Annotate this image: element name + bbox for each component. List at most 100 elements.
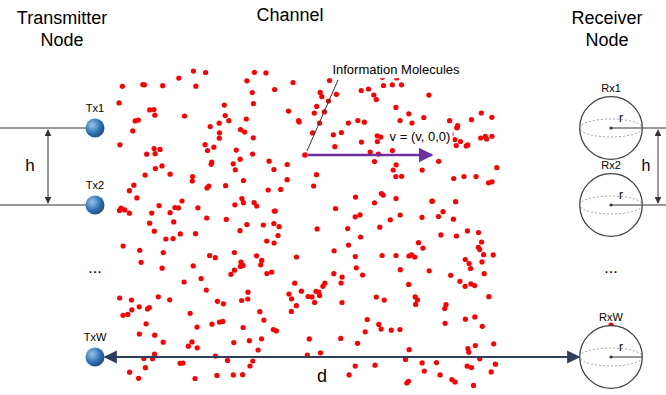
molecule [312,300,317,305]
molecule [398,267,403,272]
molecule [191,69,196,74]
molecule [217,121,222,126]
node-name: TxW [84,331,107,344]
molecule [397,327,402,332]
molecule [176,76,181,81]
molecule [467,261,472,266]
molecule [131,183,136,188]
molecule [377,225,382,230]
molecule [160,83,165,88]
molecule [442,306,447,311]
molecule [489,115,494,120]
molecule [353,195,358,200]
molecule [163,236,168,241]
column-title: Channel [254,5,325,27]
molecule [340,275,345,280]
molecule [382,298,387,303]
molecule [286,291,291,296]
molecule [258,262,263,267]
molecule [153,151,158,156]
molecule [346,121,351,126]
molecule [484,136,489,141]
molecule [186,344,191,349]
sphere-outline [85,347,105,367]
molecule [427,268,432,273]
molecule [137,248,142,253]
molecule [312,111,317,116]
molecule [134,195,139,200]
molecule [451,176,456,181]
molecule [285,162,290,167]
spacing-arrow [48,130,49,203]
molecule [420,168,425,173]
molecule [454,125,459,130]
molecule [167,297,172,302]
molecule [438,232,443,237]
molecule [327,78,332,83]
molecule [264,271,269,276]
molecule [353,254,358,259]
molecule [120,313,125,318]
molecule [269,270,274,275]
molecule [251,135,256,140]
molecule [449,377,454,382]
molecule [191,263,196,268]
molecule [289,309,294,314]
molecule [256,347,261,352]
molecule [261,222,266,227]
molecule [182,113,187,118]
molecule [176,205,181,210]
molecule [443,321,448,326]
molecule [224,217,229,222]
molecule [399,82,404,87]
molecule [416,240,421,245]
molecule [457,279,462,284]
molecule [193,231,198,236]
molecule [362,120,367,125]
molecule [152,146,157,151]
molecule [263,70,268,75]
molecule [429,199,434,204]
molecule [152,333,157,338]
molecule [465,142,470,147]
molecule [318,90,323,95]
molecule [374,97,379,102]
molecule [182,279,187,284]
sphere-outline [85,118,105,138]
leader-line [307,80,338,151]
molecule [211,145,216,150]
molecule [245,296,250,301]
molecule [489,179,494,184]
molecule [125,312,130,317]
molecule [161,250,166,255]
molecule [480,324,485,329]
molecule [241,325,246,330]
ellipsis: ... [86,258,103,277]
molecule [314,104,319,109]
velocity-label: v = (v, 0,0) [388,129,453,145]
spacing-arrow [658,130,659,203]
molecule [422,369,427,374]
molecule [250,151,255,156]
molecule [252,70,257,75]
molecule [479,110,484,115]
molecule [358,234,363,239]
molecule [393,105,398,110]
molecule [334,92,339,97]
sphere-body [86,119,105,138]
molecule [178,361,183,366]
molecule [398,212,403,217]
molecule [393,196,398,201]
molecule [447,118,452,123]
radius-label: r [619,112,623,126]
molecule [261,318,266,323]
node-name: Tx1 [86,102,104,115]
molecule [136,117,141,122]
molecule [199,276,204,281]
molecule [419,215,424,220]
molecule [267,159,272,164]
molecule [413,302,418,307]
molecule [489,134,494,139]
molecule [372,159,377,164]
radius-line [611,205,642,206]
